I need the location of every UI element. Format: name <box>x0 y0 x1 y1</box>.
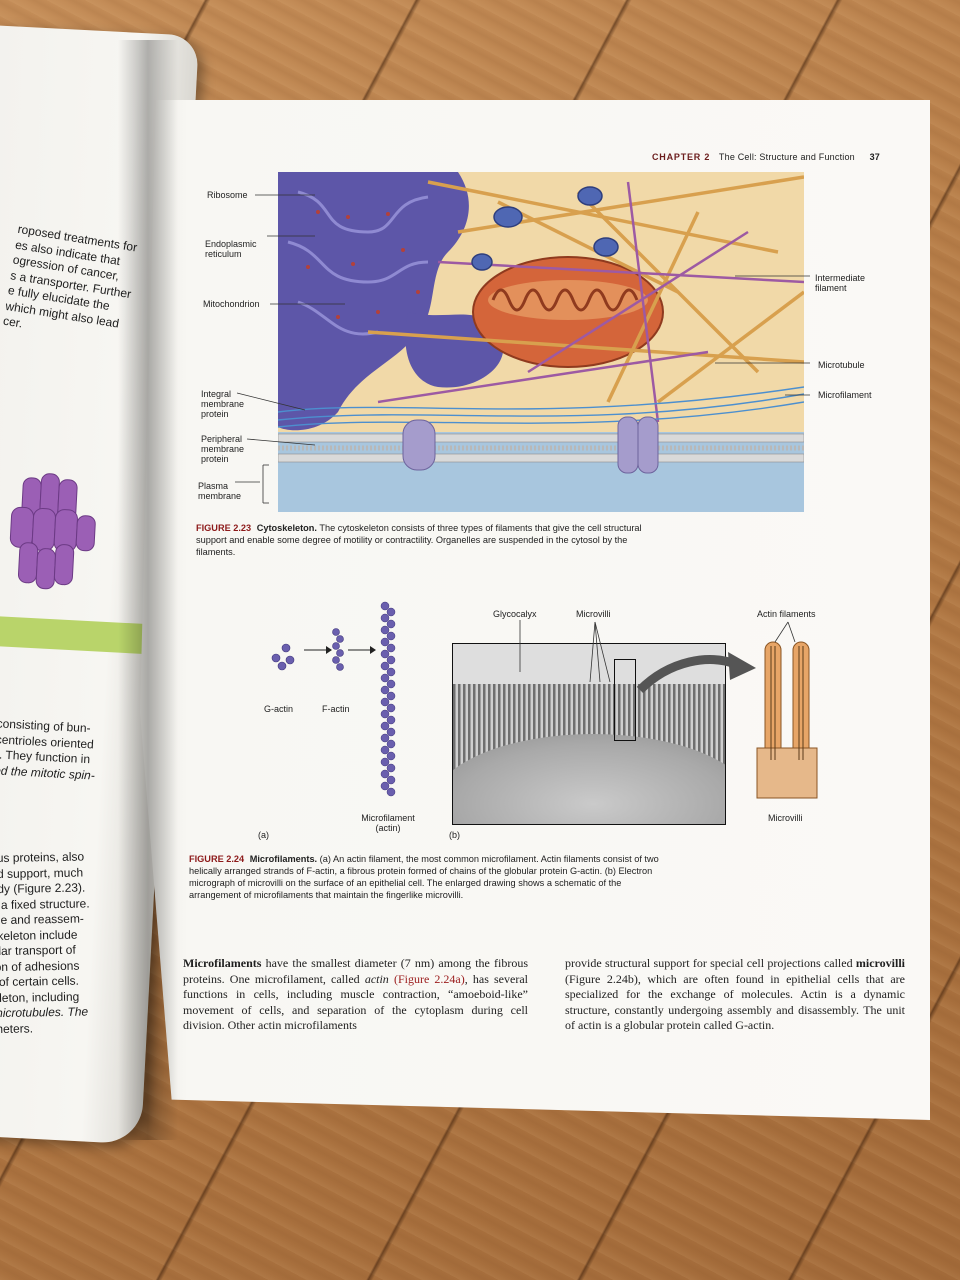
label-microtubule: Microtubule <box>818 360 865 370</box>
figure-2-24-caption: FIGURE 2.24 Microfilaments. (a) An actin… <box>189 853 659 901</box>
label-f-actin: F-actin <box>322 704 350 714</box>
electron-micrograph <box>452 643 726 825</box>
term-actin: actin <box>364 971 389 986</box>
label-intermediate-filament: Intermediate filament <box>815 273 866 293</box>
text-line: eleton, including <box>0 989 80 1005</box>
label-part-b: (b) <box>449 830 460 840</box>
label-glycocalyx: Glycocalyx <box>493 609 537 619</box>
text-line: ion of adhesions <box>0 958 80 974</box>
figure-2-23-caption: FIGURE 2.23 Cytoskeleton. The cytoskelet… <box>196 522 656 558</box>
text-line: e a fixed structure. <box>0 895 90 912</box>
body-column-2: provide structural support for special c… <box>565 956 905 1034</box>
f-actin-strand <box>380 601 396 797</box>
text-line: skeleton include <box>0 927 78 943</box>
figure-title: Cytoskeleton. <box>256 523 317 533</box>
label-actin-filaments: Actin filaments <box>757 609 816 619</box>
chapter-title: The Cell: Structure and Function <box>718 152 855 162</box>
label-g-actin: G-actin <box>264 704 294 714</box>
text-line: microtubules. The <box>0 1004 89 1021</box>
microvilli-schematic <box>756 641 818 799</box>
body-text: (Figure 2.24b), which are often found in… <box>565 971 905 1033</box>
label-microvilli-top: Microvilli <box>576 609 611 619</box>
term-microfilaments: Microfilaments <box>183 956 262 970</box>
chapter-label: CHAPTER 2 <box>652 152 711 162</box>
text-line: ble and reassem- <box>0 911 84 928</box>
figure-number: FIGURE 2.24 <box>189 854 245 864</box>
figure-title: Microfilaments. <box>249 854 318 864</box>
body-text: provide structural support for special c… <box>565 956 856 970</box>
page-number: 37 <box>869 152 881 162</box>
body-text: have the smallest diameter (7 nm) among … <box>183 956 528 986</box>
cytoskeleton-illustration <box>278 172 804 512</box>
label-part-a: (a) <box>258 830 269 840</box>
figure-caption-text: (a) An actin filament, the most common m… <box>189 854 659 900</box>
text-line: meters. <box>0 1020 34 1036</box>
left-page-middle-text: consisting of bun- centrioles oriented )… <box>0 716 98 783</box>
body-column-1: Microfilaments have the smallest diamete… <box>183 956 528 1034</box>
protein-illustration <box>9 473 96 590</box>
figure-caption-text: The cytoskeleton consists of three types… <box>196 523 642 557</box>
body-text: , has several functions in cells, includ… <box>183 971 528 1033</box>
micrograph-cytoplasm <box>453 734 725 824</box>
label-ribosome: Ribosome <box>207 190 248 200</box>
label-integral-membrane-protein: Integral membrane protein <box>201 389 245 419</box>
fig224b-leader-lines <box>519 620 796 683</box>
actin-illustration <box>271 601 396 797</box>
text-line: nd support, much <box>0 865 84 881</box>
label-microfilament-actin: Microfilament (actin) <box>361 813 415 833</box>
micrograph-zoom-box <box>614 659 636 741</box>
running-head: CHAPTER 2 The Cell: Structure and Functi… <box>652 152 880 162</box>
enlargement-arrow <box>636 652 756 694</box>
figure-reference-link[interactable]: (Figure 2.24a) <box>393 971 465 986</box>
label-mitochondrion: Mitochondrion <box>203 299 260 309</box>
left-page: roposed treatments for es also indicate … <box>0 25 199 1145</box>
label-plasma-membrane: Plasma membrane <box>198 481 242 501</box>
book-gutter-shadow <box>118 40 178 1140</box>
fig223-leader-lines <box>235 194 810 504</box>
label-peripheral-membrane-protein: Peripheral membrane protein <box>201 434 245 464</box>
text-line: t of certain cells. <box>0 973 80 990</box>
term-microvilli: microvilli <box>855 956 905 970</box>
text-line: ody (Figure 2.23). <box>0 880 86 897</box>
label-endoplasmic-reticulum: Endoplasmic reticulum <box>205 239 257 259</box>
text-line: ous proteins, also <box>0 849 85 866</box>
label-microvilli-bottom: Microvilli <box>768 813 803 823</box>
text-line: ular transport of <box>0 942 76 959</box>
figure-number: FIGURE 2.23 <box>196 523 252 533</box>
label-microfilament: Microfilament <box>818 390 872 400</box>
left-page-bottom-text: ous proteins, also nd support, much ody … <box>0 849 92 1037</box>
